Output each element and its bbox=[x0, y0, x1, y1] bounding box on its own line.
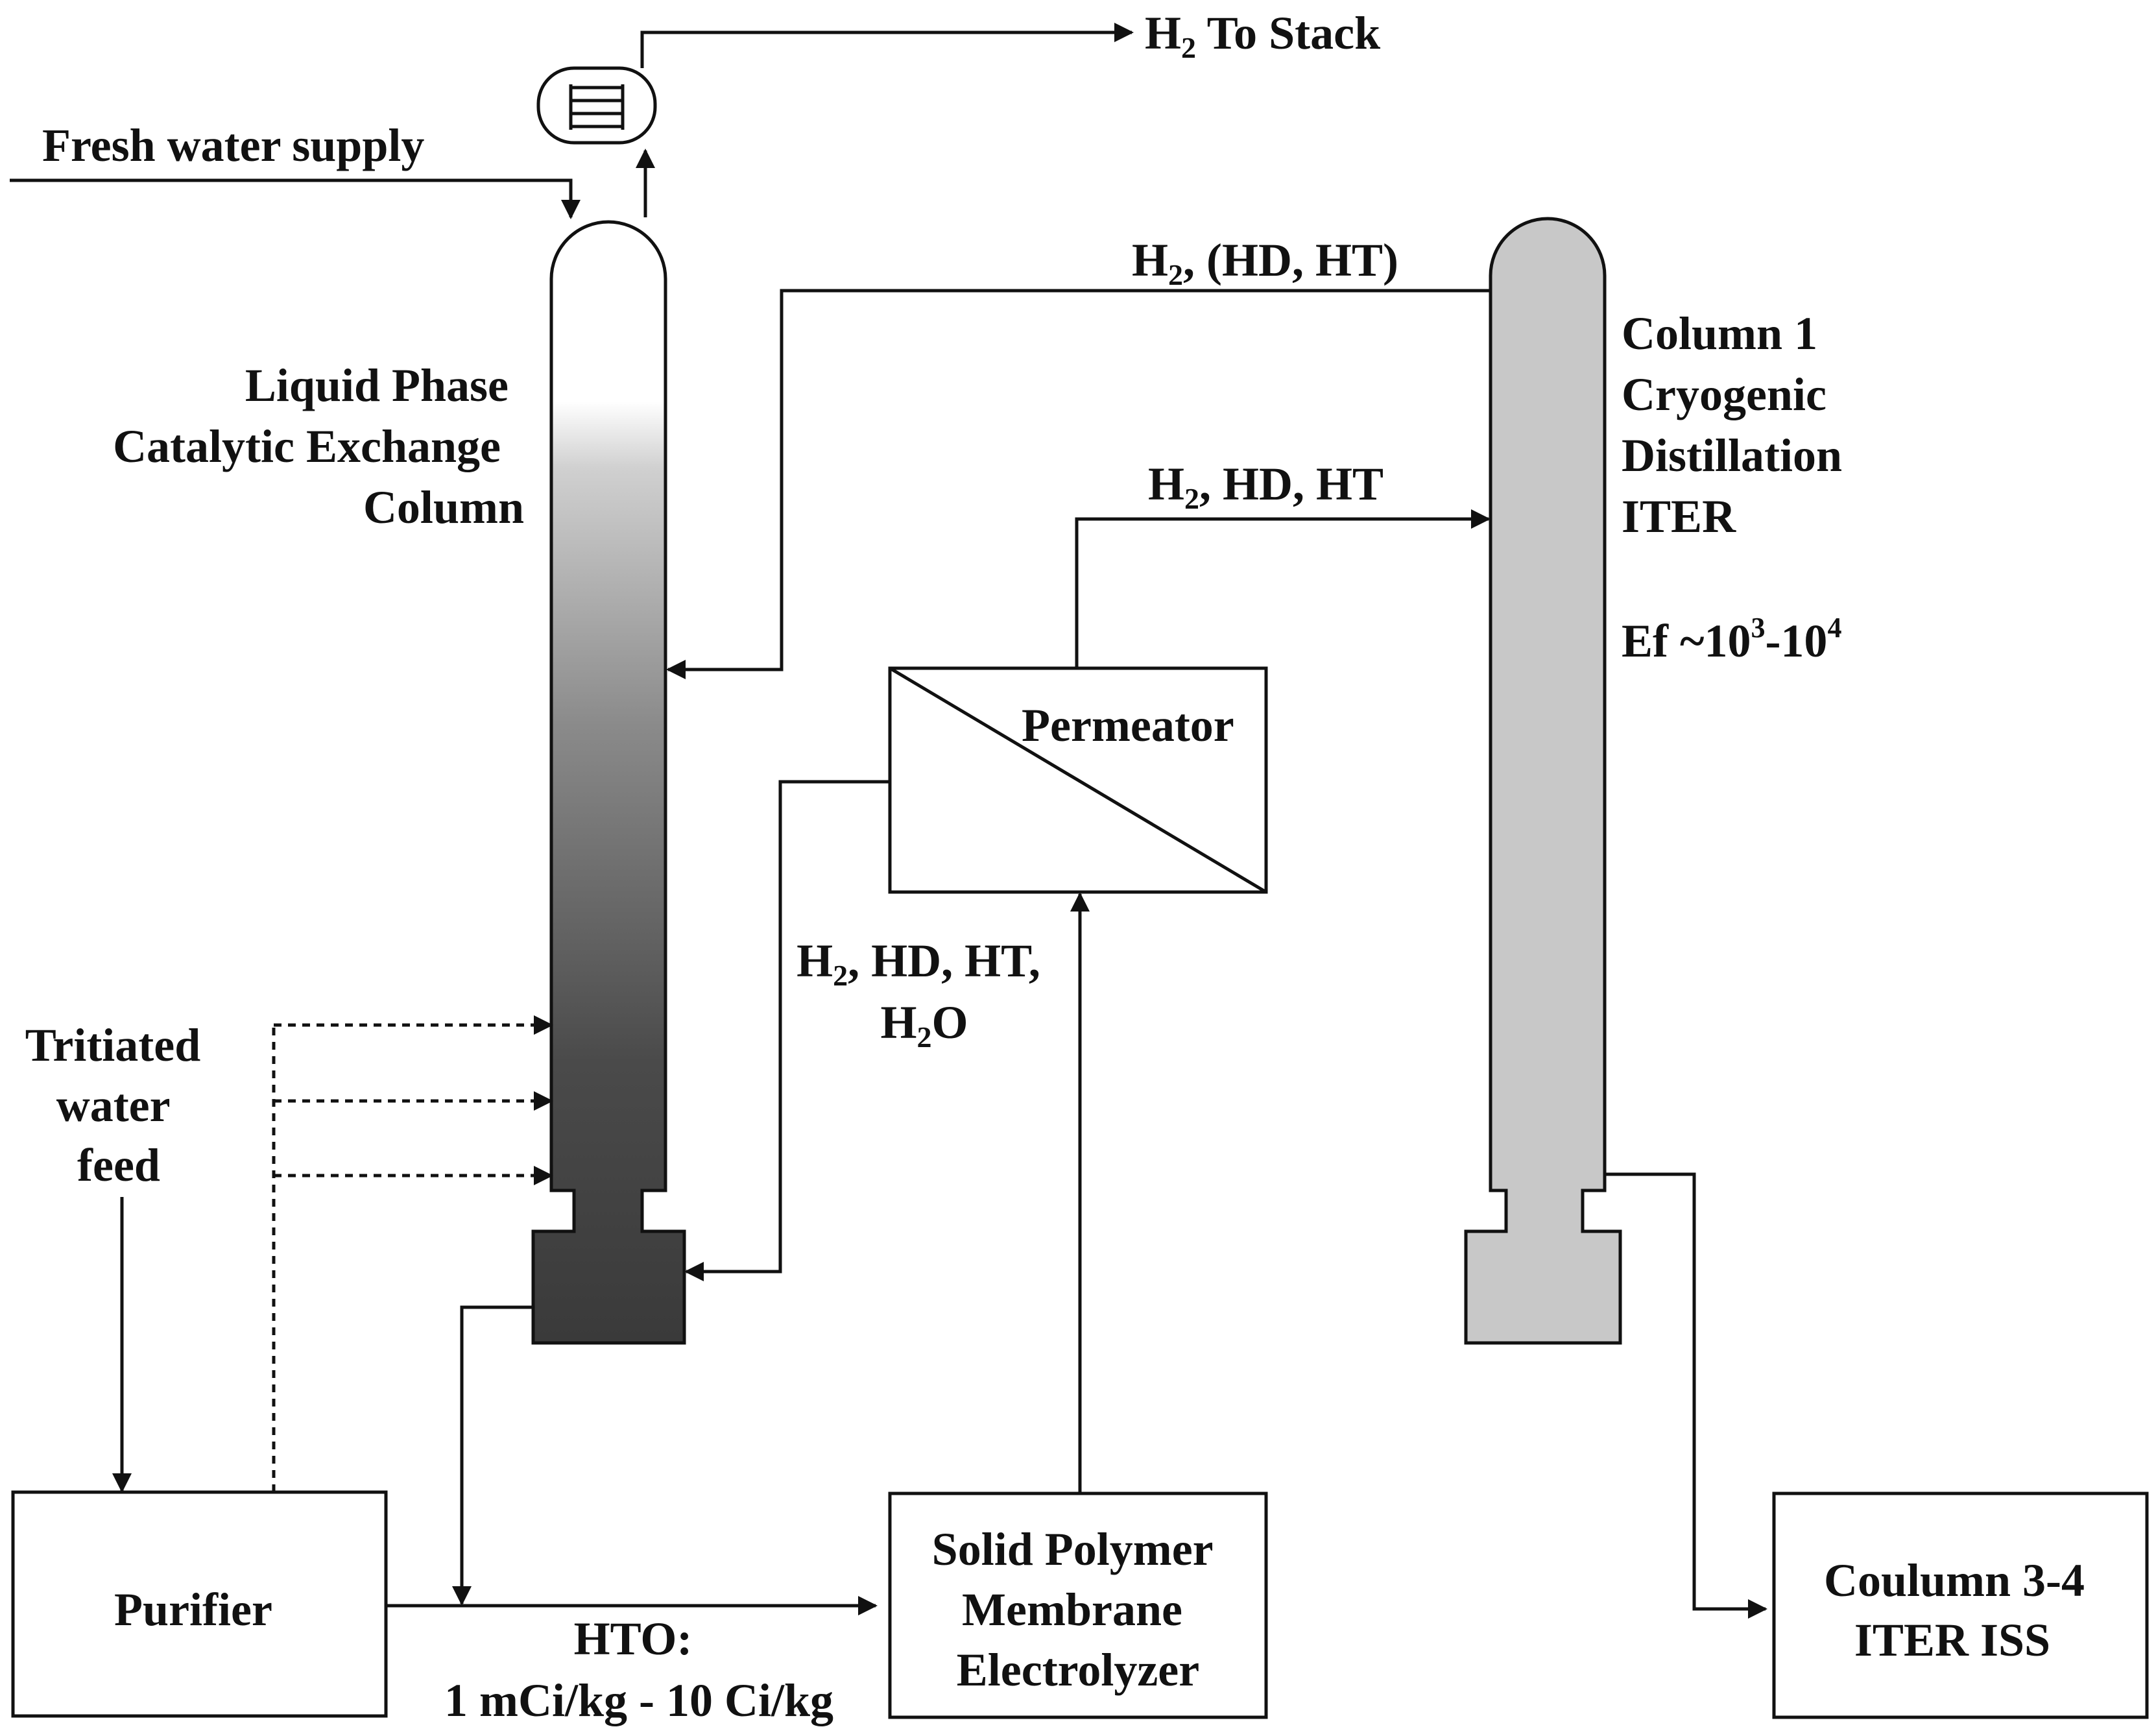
condenser-shell bbox=[536, 66, 657, 145]
permeator-label: Permeator bbox=[1022, 699, 1234, 751]
iss-box bbox=[1772, 1491, 2149, 1719]
hto-stream-label: HTO: 1 mCi/kg - 10 Ci/kg bbox=[444, 1613, 833, 1726]
cd-column-body bbox=[1464, 217, 1622, 1345]
retentate-line bbox=[684, 780, 890, 1281]
electrolyzer-label: Solid Polymer Membrane Electrolyzer bbox=[932, 1523, 1225, 1696]
cd-column bbox=[1464, 217, 1622, 1345]
heat-exchanger-icon bbox=[569, 84, 625, 130]
top-return-stream-label: H2, (HD, HT) bbox=[1132, 234, 1398, 291]
enrichment-factor-label: Ef ~103-104 bbox=[1622, 612, 1841, 667]
tritiated-water-feed-label: Tritiated water feed bbox=[25, 1019, 213, 1191]
lpce-column-body bbox=[531, 220, 686, 1345]
cd-column-label: Column 1 Cryogenic Distillation ITER bbox=[1622, 308, 1854, 542]
fresh-water-line bbox=[10, 178, 581, 219]
purifier-label: Purifier bbox=[114, 1584, 272, 1636]
permeator-membrane bbox=[889, 666, 1267, 894]
cd-overhead-return-line bbox=[666, 289, 1491, 679]
permeate-line bbox=[1075, 509, 1491, 668]
iss-label: Coulumn 3-4 ITER ISS bbox=[1824, 1554, 2096, 1666]
lpce-column bbox=[531, 220, 686, 1345]
cd-bottoms-line bbox=[1605, 1172, 1767, 1619]
condenser bbox=[536, 66, 657, 145]
permeate-stream-label: H2, HD, HT bbox=[1148, 458, 1383, 515]
h2-to-stack-label: H2 To Stack bbox=[1145, 7, 1380, 64]
stack-vent-line bbox=[640, 23, 1134, 68]
fresh-water-label: Fresh water supply bbox=[42, 119, 424, 171]
electrolyzer-box bbox=[888, 1491, 1268, 1719]
lpce-column-label: Liquid Phase Catalytic Exchange Column bbox=[113, 359, 524, 533]
electrolyzer-gas-label: H2, HD, HT, H2O bbox=[797, 935, 1052, 1054]
lpce-bottoms-line bbox=[452, 1305, 533, 1606]
